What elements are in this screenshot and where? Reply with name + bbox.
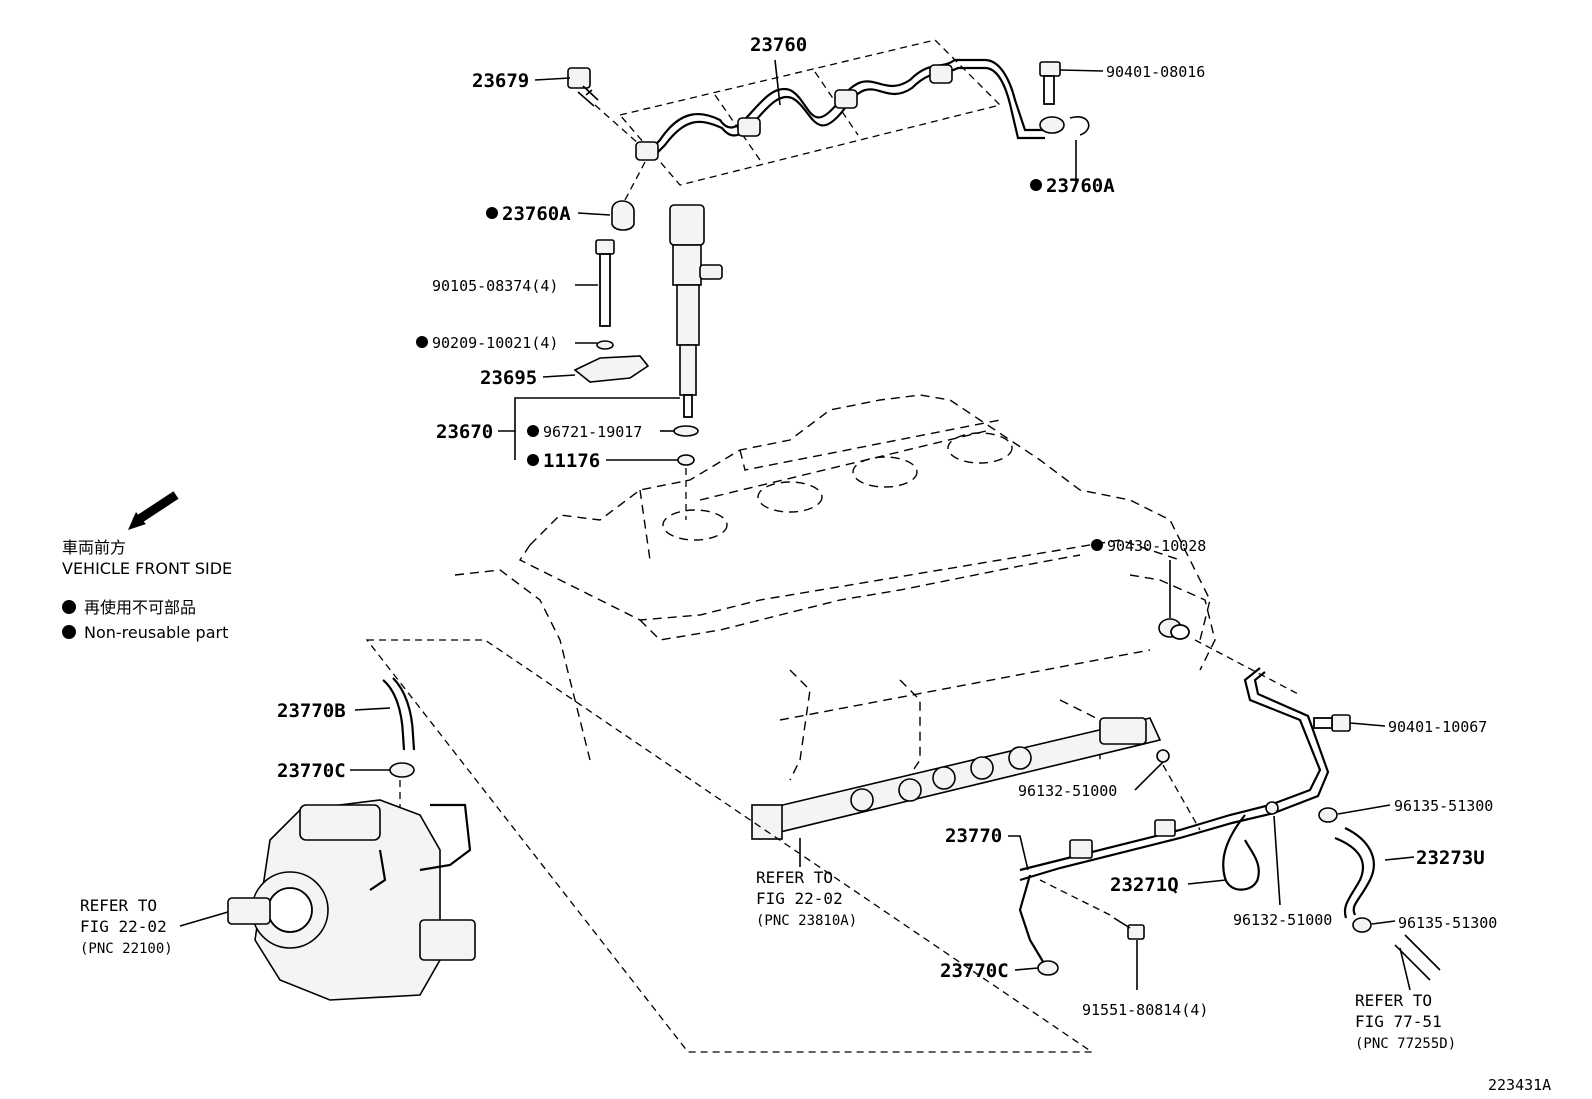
leader-lines xyxy=(179,59,1415,991)
nonreusable-dot-23760A-right xyxy=(1030,179,1042,191)
label-90209-10021: 90209-10021(4) xyxy=(432,334,558,352)
part-96135-clip-bottom xyxy=(1352,917,1372,933)
label-23271Q: 23271Q xyxy=(1110,874,1179,896)
legend-nonreuse-jp: 再使用不可部品 xyxy=(84,598,196,617)
part-11176-gasket xyxy=(677,454,695,466)
label-23760: 23760 xyxy=(750,34,807,56)
label-96135-51300-top: 96135-51300 xyxy=(1394,797,1493,815)
ref-rail-line3: (PNC 23810A) xyxy=(756,913,857,929)
legend: 車両前方 VEHICLE FRONT SIDE 再使用不可部品 Non-reus… xyxy=(62,538,232,642)
label-96721-19017: 96721-19017 xyxy=(543,423,642,441)
label-91551-80814: 91551-80814(4) xyxy=(1082,1001,1208,1019)
ref-pump-line3: (PNC 22100) xyxy=(80,941,173,957)
part-96132-clip-bottom xyxy=(1265,801,1279,815)
label-90401-08016: 90401-08016 xyxy=(1106,63,1205,81)
label-90430-10028: 90430-10028 xyxy=(1107,537,1206,555)
part-96132-clip-top xyxy=(1156,749,1170,763)
ref-rail-line2: FIG 22-02 xyxy=(756,889,843,908)
reference-rail: REFER TO FIG 22-02 (PNC 23810A) xyxy=(756,868,857,929)
part-96721-oring xyxy=(673,425,699,437)
reference-hose: REFER TO FIG 77-51 (PNC 77255D) xyxy=(1355,991,1456,1052)
label-96132-51000-bottom: 96132-51000 xyxy=(1233,911,1332,929)
reference-pump: REFER TO FIG 22-02 (PNC 22100) xyxy=(80,896,173,957)
nonreusable-dot-96721 xyxy=(527,425,539,437)
part-96135-clip-top xyxy=(1318,807,1338,823)
label-23770C-bottom: 23770C xyxy=(940,960,1009,982)
injection-pipe-23760 xyxy=(618,39,1045,186)
ref-hose-line2: FIG 77-51 xyxy=(1355,1012,1442,1031)
label-23770: 23770 xyxy=(945,825,1002,847)
part-90430-10028-gasket xyxy=(1158,618,1190,640)
pipe-nut-1 xyxy=(635,141,659,161)
pipe-nut-2 xyxy=(737,117,761,137)
label-96132-51000-top: 96132-51000 xyxy=(1018,782,1117,800)
common-rail-assembly xyxy=(751,717,1162,840)
ref-pump-line2: FIG 22-02 xyxy=(80,917,167,936)
legend-front-en: VEHICLE FRONT SIDE xyxy=(62,559,232,578)
ref-hose-line1: REFER TO xyxy=(1355,991,1432,1010)
part-23670-injector xyxy=(669,204,723,418)
legend-dot-jp xyxy=(62,600,76,614)
label-11176: 11176 xyxy=(543,450,600,472)
part-23695-clamp xyxy=(573,355,650,383)
label-23679: 23679 xyxy=(472,70,529,92)
part-23273U-hose xyxy=(1334,827,1375,919)
ref-rail-line1: REFER TO xyxy=(756,868,833,887)
label-23770C-top: 23770C xyxy=(277,760,346,782)
label-23770B: 23770B xyxy=(277,700,346,722)
part-90401-10067-bolt xyxy=(1313,714,1351,732)
part-90401-08016-bolt xyxy=(1039,61,1090,136)
legend-nonreuse-en: Non-reusable part xyxy=(84,623,228,642)
label-90401-10067: 90401-10067 xyxy=(1388,718,1487,736)
label-23695: 23695 xyxy=(480,367,537,389)
nonreusable-dot-23760A-left xyxy=(486,207,498,219)
label-23760A-left: 23760A xyxy=(502,203,571,225)
ref-pump-line1: REFER TO xyxy=(80,896,157,915)
figure-id: 223431A xyxy=(1488,1076,1551,1094)
nonreusable-dot-90209 xyxy=(416,336,428,348)
leak-off-pipe-23770 xyxy=(1018,667,1330,966)
label-96135-51300-bottom: 96135-51300 xyxy=(1398,914,1497,932)
vehicle-front-arrow-icon xyxy=(128,491,179,530)
nonreusable-dot-11176 xyxy=(527,454,539,466)
label-23273U: 23273U xyxy=(1416,847,1485,869)
ref-hose-line3: (PNC 77255D) xyxy=(1355,1036,1456,1052)
cylinder-head-outline xyxy=(454,394,1216,791)
legend-dot-en xyxy=(62,625,76,639)
pipe-nut-3 xyxy=(834,89,858,109)
label-90105-08374: 90105-08374(4) xyxy=(432,277,558,295)
label-23760A-right: 23760A xyxy=(1046,175,1115,197)
pump-group-outline xyxy=(365,639,1095,1053)
supply-pump xyxy=(227,799,476,1001)
part-23760A-clamp-left xyxy=(611,200,635,231)
label-23670: 23670 xyxy=(436,421,493,443)
part-23271Q-hose xyxy=(1222,814,1260,891)
nonreusable-dot-90430 xyxy=(1091,539,1103,551)
part-91551-80814-bolt xyxy=(1113,917,1145,940)
part-23679-plug xyxy=(567,67,599,107)
part-90105-08374-bolt xyxy=(595,239,615,350)
part-23770B-hose xyxy=(382,677,416,751)
part-23770C-clip-bottom xyxy=(1037,960,1059,976)
part-23770C-clip-top xyxy=(389,762,415,778)
legend-front-jp: 車両前方 xyxy=(62,538,126,557)
pipe-nut-4 xyxy=(929,64,953,84)
